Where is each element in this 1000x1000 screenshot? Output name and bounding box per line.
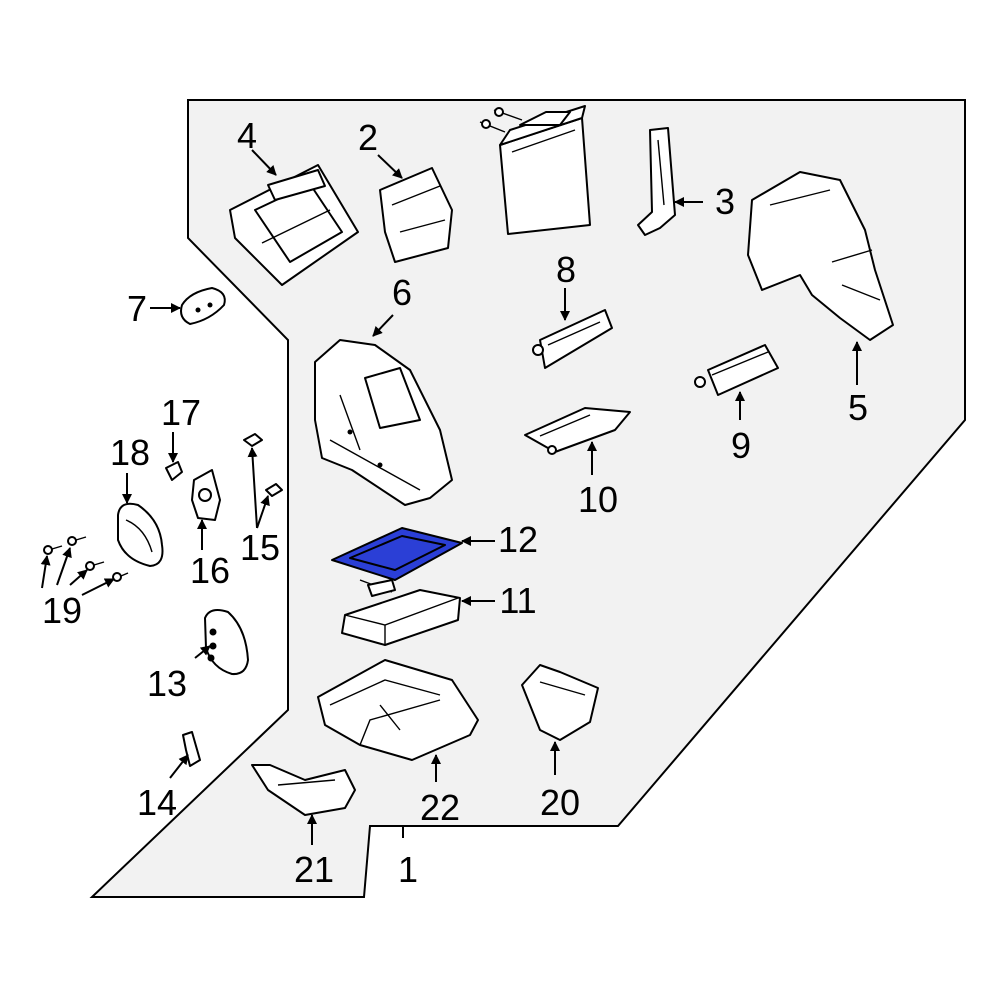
callout-17: 17 [161, 392, 201, 433]
callout-6: 6 [392, 272, 412, 313]
callout-16: 16 [190, 550, 230, 591]
part-14-clip[interactable] [182, 731, 201, 767]
callout-10: 10 [578, 479, 618, 520]
part-3-bracket[interactable] [637, 127, 676, 236]
callout-19: 19 [42, 590, 82, 631]
callout-4: 4 [237, 115, 257, 156]
callout-15: 15 [240, 527, 280, 568]
part-19-screws[interactable] [43, 536, 129, 582]
leader-lines [40, 149, 862, 845]
part-18-panel[interactable] [117, 502, 164, 567]
callout-1: 1 [398, 849, 418, 890]
part-17-clip[interactable] [165, 461, 183, 481]
part-9-door[interactable] [694, 344, 779, 396]
part-8-door[interactable] [532, 309, 613, 369]
part-4-frame[interactable] [229, 164, 359, 286]
callout-21: 21 [294, 849, 334, 890]
callout-12: 12 [498, 519, 538, 560]
part-12-seal[interactable] [331, 527, 463, 593]
callout-18: 18 [110, 432, 150, 473]
callout-11: 11 [499, 580, 536, 621]
callout-labels: 4 2 3 5 6 7 8 9 10 12 11 17 18 16 15 19 … [42, 115, 868, 890]
assembly-outline [89, 99, 966, 898]
part-7-grommet[interactable] [180, 287, 226, 325]
part-16-actuator[interactable] [191, 469, 221, 521]
part-11-heater-core[interactable] [341, 579, 461, 646]
callout-7: 7 [127, 288, 147, 329]
part-2-duct[interactable] [379, 167, 453, 263]
part-22-lower-case[interactable] [317, 659, 479, 761]
part-10-door[interactable] [524, 407, 631, 455]
part-5-housing[interactable] [747, 171, 894, 341]
callout-3: 3 [715, 181, 735, 222]
callout-8: 8 [556, 249, 576, 290]
callout-2: 2 [358, 117, 378, 158]
part-6-case[interactable] [314, 339, 453, 506]
callout-14: 14 [137, 782, 177, 823]
callout-9: 9 [731, 425, 751, 466]
part-21-duct[interactable] [251, 764, 356, 816]
part-20-duct[interactable] [521, 664, 599, 741]
callout-5: 5 [848, 387, 868, 428]
callout-13: 13 [147, 663, 187, 704]
part-15-screws[interactable] [243, 433, 283, 497]
callout-20: 20 [540, 782, 580, 823]
part-13-seal[interactable] [204, 609, 249, 676]
part-1-module[interactable] [479, 105, 591, 235]
callout-22: 22 [420, 787, 460, 828]
